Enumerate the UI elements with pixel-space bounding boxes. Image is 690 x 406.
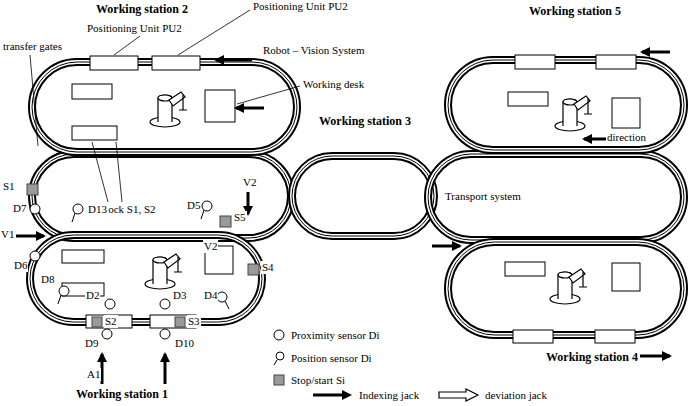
callout: Robot – Vision System [262,44,366,57]
callout: Positioning Unit PU2 [252,0,349,13]
station-heading: Working station 3 [318,114,412,129]
jack-id: V1 [0,228,15,241]
leader-line [30,10,300,202]
station-track: Working station 1 [26,231,266,326]
legend-text: deviation jack [484,389,548,402]
jack-id: V2 [203,240,218,253]
sensor-id: D2 [85,289,100,302]
positioning-unit [86,55,636,343]
jack-id: A1 [86,368,101,381]
stop-id: S5 [233,211,247,224]
jack-id: V2 [242,176,257,189]
track-outline [26,231,266,326]
legend-sample [438,388,480,402]
sensor-id: D5 [186,199,201,212]
sensor-id: D9 [84,337,99,350]
legend-text: Position sensor Di [290,352,373,365]
sensor-id: D8 [40,273,55,286]
station-heading: Working station 4 [545,350,639,365]
legend-entry: Stop/start Si [272,373,346,387]
stop-id: S2 [104,315,118,328]
track-outline [444,238,688,339]
callout: direction [606,131,647,144]
legend-sample [272,373,286,387]
proximity-sensor [30,204,170,339]
station-track: Working station 4 [444,238,688,339]
sensor-id: D10 [174,337,195,350]
station-heading: Working station 1 [75,387,169,402]
legend-entry: Proximity sensor Di [272,328,381,342]
sensor-id: D4 [203,289,218,302]
callout: Transport system [444,190,522,203]
indexing-jack [16,52,670,384]
stock-and-desks [62,84,640,296]
legend-sample [312,388,354,402]
legend-swatch [274,375,284,385]
legend-entry: deviation jack [438,388,548,402]
stop-id: S1 [2,180,16,193]
stop-id: S3 [187,315,201,328]
legend-text: Indexing jack [358,389,420,402]
legend-text: Proximity sensor Di [290,329,381,342]
track-outline [444,56,688,154]
legend-text: Stop/start Si [290,374,346,387]
sensor-id: D13 [87,203,108,216]
stop-start [27,184,259,327]
station-track: Working station 5 [444,56,688,154]
sensor-id: D7 [12,202,27,215]
position-sensor [58,201,229,309]
callout: Working desk [302,78,365,91]
legend-sample [272,328,286,342]
station-heading: Working station 5 [528,4,622,19]
station-heading: Working station 2 [95,2,189,17]
legend-entry: Indexing jack [312,388,420,402]
callout: Positioning Unit PU2 [86,22,183,35]
robot-symbol [145,92,592,304]
stop-id: S4 [261,261,275,274]
sensor-id: D6 [13,259,28,272]
callout: transfer gates [2,40,63,53]
legend-entry: Position sensor Di [272,351,373,365]
sensor-id: D3 [172,289,187,302]
legend-sample [272,351,286,365]
